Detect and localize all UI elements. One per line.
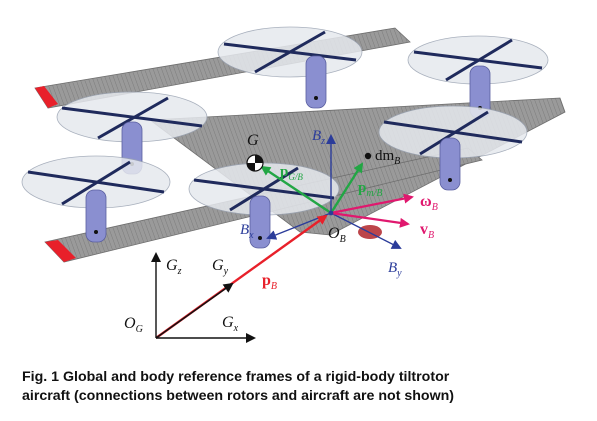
- label-Bz: Bz: [312, 128, 325, 147]
- rotor-5: [21, 155, 171, 243]
- mass-element-point: [364, 152, 372, 160]
- rotor-1: [217, 26, 363, 109]
- rear-wing-tip-left: [35, 86, 58, 108]
- label-pGB: pG/B: [280, 164, 303, 182]
- label-By: By: [388, 260, 402, 279]
- caption-line-2: aircraft (connections between rotors and…: [22, 388, 455, 404]
- label-omegaB: ωB: [420, 193, 438, 213]
- rotor-6: [188, 162, 340, 249]
- omega-B-vector: [330, 193, 414, 215]
- label-Gx: Gx: [222, 314, 239, 334]
- figure-caption: Fig. 1 Global and body reference frames …: [22, 368, 582, 406]
- label-OB: OB: [328, 225, 346, 245]
- label-dmB: dmB: [375, 148, 400, 167]
- label-Gz: Gz: [166, 257, 182, 277]
- label-Bx: Bx: [240, 222, 254, 241]
- label-Gy: Gy: [212, 257, 229, 277]
- label-vB: vB: [420, 221, 434, 241]
- p-G-B-vector: [260, 165, 332, 214]
- label-OG: OG: [124, 315, 143, 335]
- body-origin-point: [328, 210, 334, 216]
- body-y-axis: [330, 212, 402, 249]
- label-G: G: [247, 132, 259, 149]
- global-y-axis: [155, 282, 234, 339]
- p-m-B-vector: [329, 162, 364, 214]
- center-of-gravity-marker: [246, 154, 264, 172]
- front-wing-tip-left: [45, 240, 76, 262]
- caption-line-1: Fig. 1 Global and body reference frames …: [22, 369, 450, 385]
- label-pB: pB: [262, 272, 277, 292]
- v-B-vector: [330, 211, 410, 228]
- label-pmB: pm/B: [358, 180, 382, 199]
- rotor-4: [378, 105, 528, 191]
